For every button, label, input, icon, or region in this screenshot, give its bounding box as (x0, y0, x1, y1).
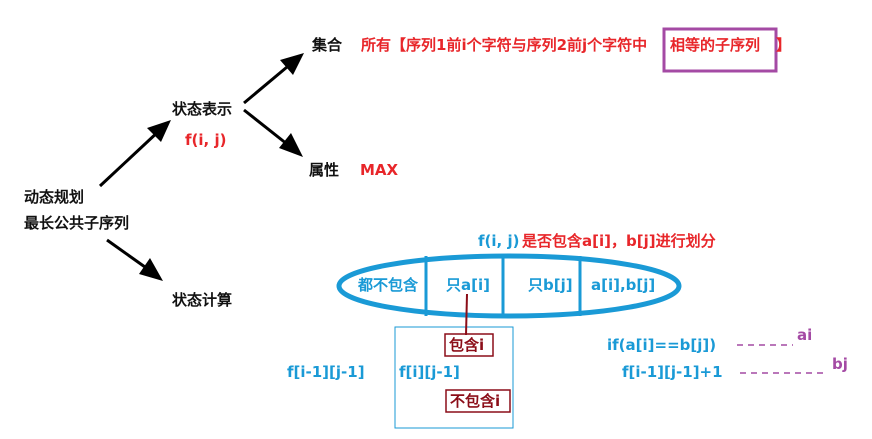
partition-cell-both: a[i],b[j] (591, 276, 656, 294)
formula-condition: if(a[i]==b[j]) (607, 336, 717, 354)
arrow-state-repr-to-set (243, 53, 304, 105)
partition-title-func: f(i, j) (478, 232, 520, 250)
state-repr-label: 状态表示 (172, 100, 233, 118)
formula-only-a: f[i][j-1] (399, 363, 460, 381)
annotation-ai: ai (797, 326, 813, 344)
exclude-i-box (445, 389, 511, 413)
attr-value: MAX (360, 161, 399, 179)
arrow-state-repr-to-attr (243, 108, 303, 157)
set-desc-prefix: 所有【序列1前i个字符与序列2前j个字符中 (361, 36, 648, 54)
set-desc-boxed: 相等的子序列 (670, 36, 761, 54)
partition-cell-only-a: 只a[i] (446, 276, 490, 294)
include-i-label: 包含i (449, 336, 485, 354)
formula-both: f[i-1][j-1]+1 (622, 363, 723, 381)
exclude-i-label: 不包含i (450, 392, 501, 410)
set-desc-suffix: 】 (776, 36, 792, 54)
partition-cell-neither: 都不包含 (358, 276, 419, 294)
partition-title-text: 是否包含a[i]，b[j]进行划分 (522, 232, 716, 250)
attr-label: 属性 (309, 161, 340, 179)
set-label: 集合 (312, 36, 343, 54)
partition-cell-only-b: 只b[j] (528, 276, 573, 294)
include-i-box (444, 333, 494, 357)
arrow-root-to-state-calc (106, 238, 163, 281)
arrow-root-to-state-repr (98, 120, 171, 188)
partition-ellipse (336, 253, 682, 319)
root-label-line2: 最长公共子序列 (24, 214, 130, 232)
state-repr-func: f(i, j) (185, 131, 227, 149)
formula-neither: f[i-1][j-1] (287, 363, 365, 381)
annotation-bj: bj (832, 355, 848, 373)
highlight-box (662, 27, 778, 73)
subcase-box (394, 326, 514, 429)
root-label-line1: 动态规划 (24, 188, 85, 206)
state-calc-label: 状态计算 (172, 291, 233, 309)
connector-line (465, 293, 468, 336)
